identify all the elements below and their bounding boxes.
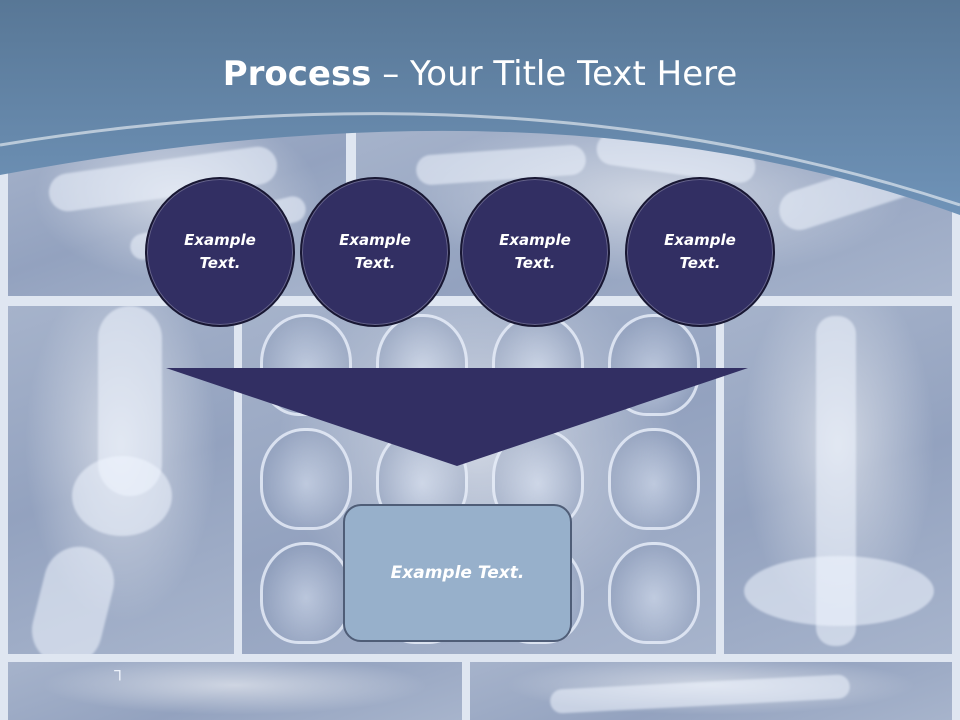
xray-corner-label: L: [114, 666, 122, 682]
title-bold: Process: [222, 54, 372, 94]
xray-spine: [724, 306, 952, 654]
step-label-2: Example Text.: [339, 231, 411, 272]
xray-bottom-left: L: [8, 662, 462, 720]
step-label-4: Example Text.: [664, 231, 736, 272]
xray-knee: [8, 306, 234, 654]
step-circle-1: Example Text.: [145, 177, 295, 327]
header-band: [0, 0, 960, 215]
xray-bottom-right: [470, 662, 952, 720]
step-circle-3: Example Text.: [460, 177, 610, 327]
step-circle-2: Example Text.: [300, 177, 450, 327]
result-box: Example Text.: [343, 504, 572, 642]
step-label-1: Example Text.: [184, 231, 256, 272]
title-rest: – Your Title Text Here: [371, 54, 738, 94]
step-circle-4: Example Text.: [625, 177, 775, 327]
step-label-3: Example Text.: [499, 231, 571, 272]
slide-title: Process – Your Title Text Here: [0, 52, 960, 96]
funnel-arrow: [166, 368, 748, 466]
result-label: Example Text.: [390, 563, 525, 583]
